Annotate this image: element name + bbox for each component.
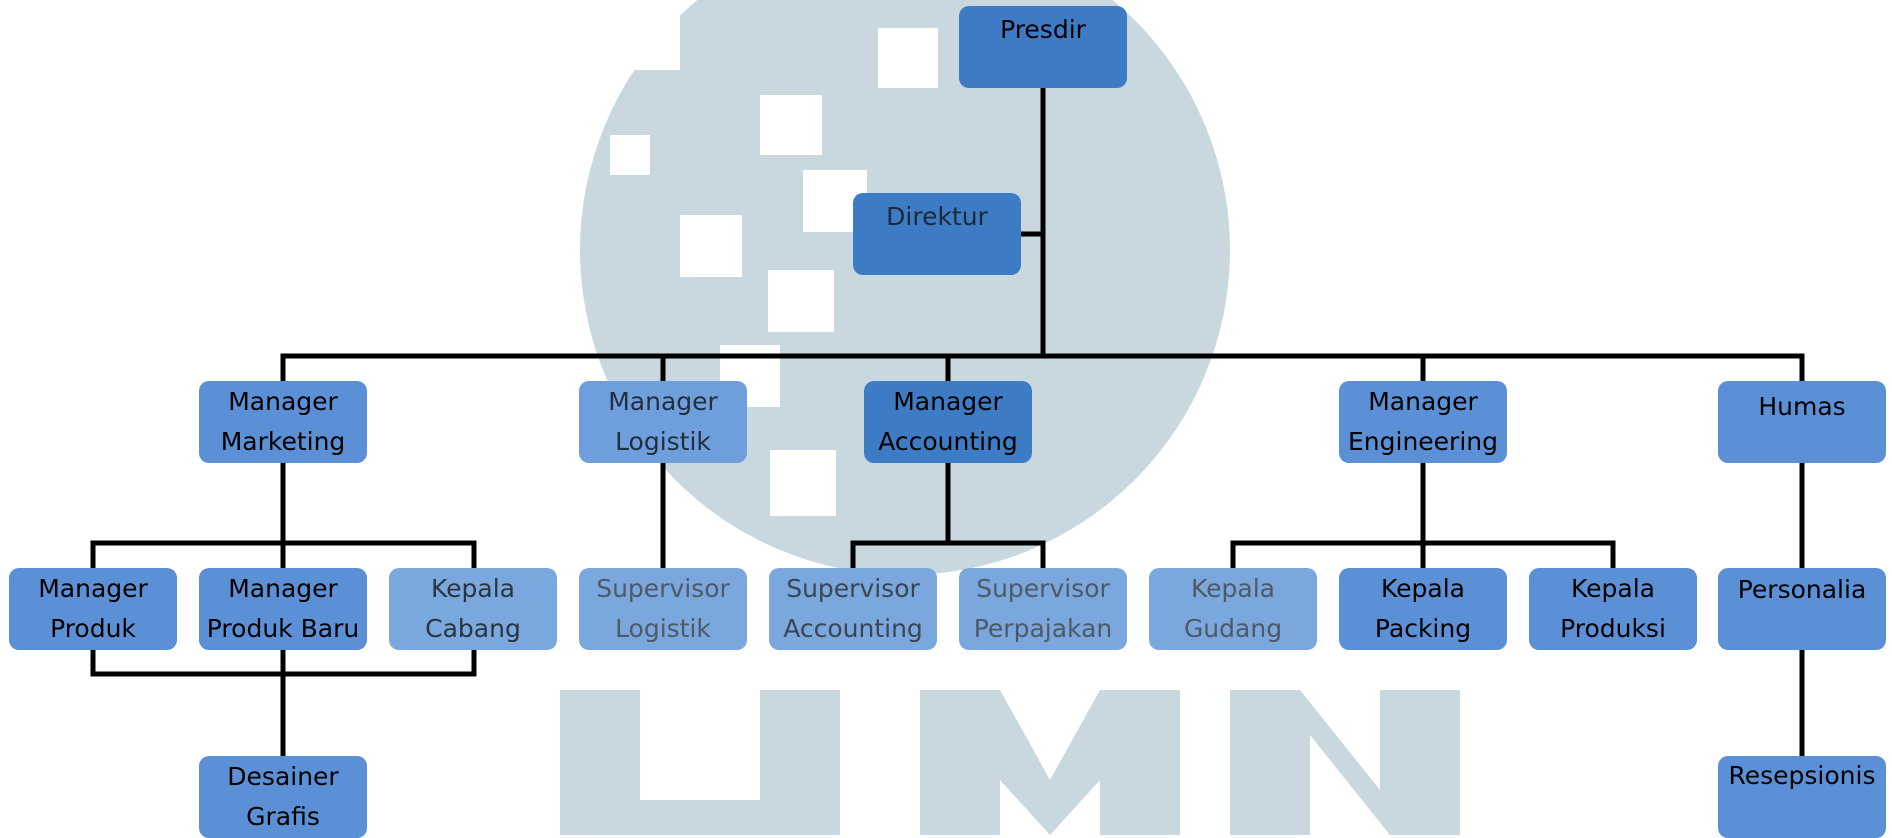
- node-kepala-packing: Kepala Packing: [1339, 568, 1507, 650]
- node-supervisor-accounting: Supervisor Accounting: [769, 568, 937, 650]
- node-label: Kepala Cabang: [425, 574, 521, 643]
- node-label: Desainer Grafis: [227, 762, 339, 831]
- node-label: Kepala Gudang: [1183, 574, 1283, 643]
- node-manager-produk-baru: Manager Produk Baru: [199, 568, 367, 650]
- node-direktur: Direktur: [853, 193, 1021, 275]
- node-supervisor-logistik: Supervisor Logistik: [579, 568, 747, 650]
- node-label: Presdir: [1000, 15, 1086, 44]
- node-presdir: Presdir: [959, 6, 1127, 88]
- node-desainer-grafis: Desainer Grafis: [199, 756, 367, 838]
- node-label: Manager Produk Baru: [206, 574, 360, 643]
- node-kepala-cabang: Kepala Cabang: [389, 568, 557, 650]
- node-manager-produk: Manager Produk: [9, 568, 177, 650]
- node-manager-logistik: Manager Logistik: [579, 381, 747, 463]
- node-label: Humas: [1758, 392, 1846, 421]
- node-kepala-gudang: Kepala Gudang: [1149, 568, 1317, 650]
- node-label: Personalia: [1737, 575, 1867, 604]
- node-label: Manager Logistik: [608, 387, 718, 456]
- node-supervisor-perpajakan: Supervisor Perpajakan: [959, 568, 1127, 650]
- node-label: Direktur: [886, 202, 988, 231]
- node-label: Supervisor Accounting: [783, 574, 923, 643]
- node-label: Manager Engineering: [1348, 387, 1498, 456]
- node-label: Kepala Produksi: [1560, 574, 1666, 643]
- node-resepsionis: Resepsionis: [1718, 756, 1886, 838]
- node-label: Resepsionis: [1728, 761, 1876, 790]
- node-label: Supervisor Logistik: [596, 574, 730, 643]
- node-manager-accounting: Manager Accounting: [864, 381, 1032, 463]
- node-kepala-produksi: Kepala Produksi: [1529, 568, 1697, 650]
- node-manager-marketing: Manager Marketing: [199, 381, 367, 463]
- node-humas: Humas: [1718, 381, 1886, 463]
- node-personalia: Personalia: [1718, 568, 1886, 650]
- node-manager-engineering: Manager Engineering: [1339, 381, 1507, 463]
- node-label: Manager Marketing: [220, 387, 346, 456]
- node-label: Supervisor Perpajakan: [973, 574, 1113, 643]
- node-label: Manager Accounting: [878, 387, 1018, 456]
- node-label: Kepala Packing: [1374, 574, 1472, 643]
- node-label: Manager Produk: [38, 574, 148, 643]
